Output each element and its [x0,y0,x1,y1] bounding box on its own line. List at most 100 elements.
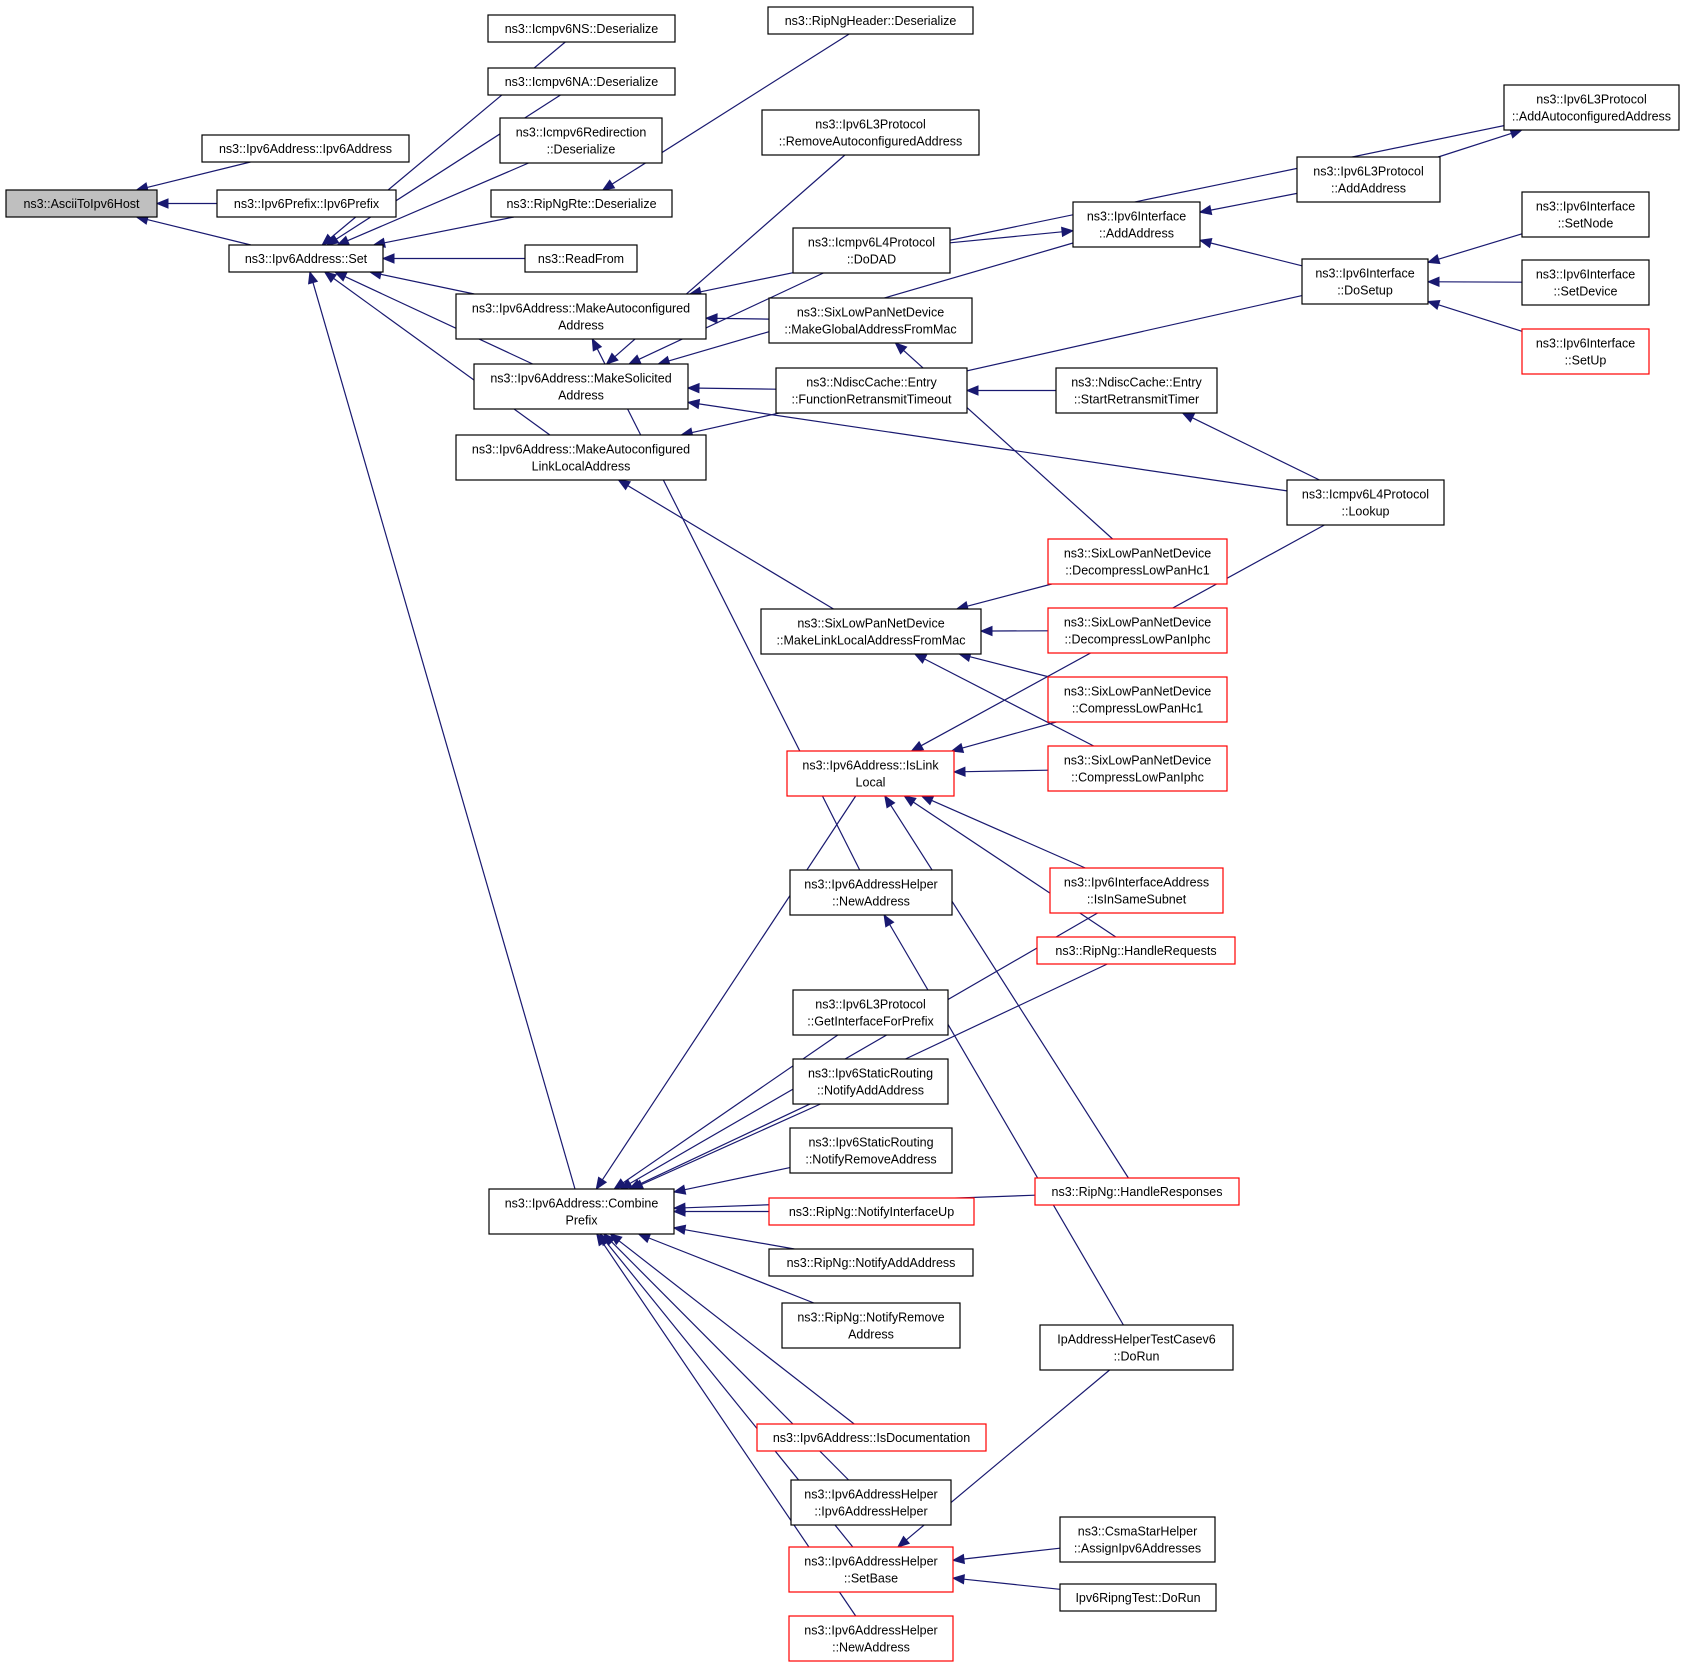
function-node-n23[interactable]: ns3::Ipv6StaticRouting::NotifyRemoveAddr… [789,1127,953,1174]
function-node-n21[interactable]: ns3::Ipv6L3Protocol::GetInterfaceForPref… [792,989,949,1036]
function-node-n37[interactable]: ns3::Ipv6Interface::SetUp [1521,328,1650,375]
edge-arrowhead [325,234,340,246]
function-node-n5[interactable]: ns3::Icmpv6NA::Deserialize [487,67,676,96]
call-edge-n15-to-n32 [949,226,1075,244]
node-label: ns3::SixLowPanNetDevice [1064,754,1211,768]
node-box [768,1248,974,1277]
function-node-n27[interactable]: ns3::Ipv6Address::IsDocumentation [756,1423,987,1452]
function-node-n13[interactable]: ns3::RipNgHeader::Deserialize [767,6,974,35]
call-edge-n38-to-n17 [965,385,1056,396]
function-node-n31[interactable]: ns3::Ipv6L3Protocol::AddAutoconfiguredAd… [1503,84,1680,131]
call-edge-n16-to-n9 [704,313,770,324]
node-label: ns3::RipNg::NotifyRemove [797,1311,944,1325]
node-label: ns3::Ipv6L3Protocol [815,118,926,132]
node-box [760,608,982,655]
function-node-n7[interactable]: ns3::RipNgRte::Deserialize [490,189,673,218]
function-node-n18[interactable]: ns3::SixLowPanNetDevice::MakeLinkLocalAd… [760,608,982,655]
function-node-n32[interactable]: ns3::Ipv6Interface::AddAddress [1072,201,1201,248]
edge-arrowhead [308,270,319,285]
edge-arrowhead [686,398,701,410]
call-edge-n17-to-n10 [686,382,777,394]
function-node-n34[interactable]: ns3::Ipv6Interface::DoSetup [1301,258,1429,305]
function-node-n29[interactable]: ns3::Ipv6AddressHelper::SetBase [788,1546,954,1593]
function-node-n35[interactable]: ns3::Ipv6Interface::SetNode [1521,191,1650,238]
function-node-n22[interactable]: ns3::Ipv6StaticRouting::NotifyAddAddress [792,1058,949,1105]
call-edge-n18-to-n11 [617,479,834,610]
node-box [767,6,974,35]
node-label: ::SetUp [1565,354,1607,368]
call-edge-n43-to-n19 [952,766,1049,777]
node-box [487,67,676,96]
function-node-n16[interactable]: ns3::SixLowPanNetDevice::MakeGlobalAddre… [768,297,973,344]
call-edge-n33-to-n31 [1438,128,1524,158]
call-edge-n2-to-n0 [155,198,217,209]
node-label: ns3::RipNgRte::Deserialize [506,197,656,211]
function-node-n46[interactable]: ns3::RipNg::HandleResponses [1034,1177,1240,1206]
call-edge-n33-to-n32 [1198,192,1298,216]
function-node-n17[interactable]: ns3::NdiscCache::Entry::FunctionRetransm… [775,367,968,414]
function-node-n11[interactable]: ns3::Ipv6Address::MakeAutoconfiguredLink… [455,434,707,481]
function-node-n40[interactable]: ns3::SixLowPanNetDevice::DecompressLowPa… [1047,538,1228,585]
node-label: ::AddAddress [1099,227,1174,241]
node-box [1047,745,1228,792]
function-node-n33[interactable]: ns3::Ipv6L3Protocol::AddAddress [1296,156,1441,203]
node-box [768,1197,975,1226]
node-box [455,434,707,481]
node-label: ns3::RipNg::HandleResponses [1052,1185,1223,1199]
edge-line [1438,132,1512,158]
function-node-n25[interactable]: ns3::RipNg::NotifyAddAddress [768,1248,974,1277]
root-function-node[interactable]: ns3::AsciiToIpv6Host [5,189,158,218]
function-node-n14[interactable]: ns3::Ipv6L3Protocol::RemoveAutoconfigure… [761,109,980,156]
function-node-n4[interactable]: ns3::Icmpv6NS::Deserialize [487,14,676,43]
edge-arrowhead [601,179,616,191]
edge-line [963,1578,1061,1590]
node-label: ::Ipv6AddressHelper [814,1505,927,1519]
function-node-n1[interactable]: ns3::Ipv6Address::Ipv6Address [201,134,410,163]
node-box [490,189,673,218]
function-node-n49[interactable]: Ipv6RipngTest::DoRun [1059,1583,1217,1612]
node-label: ns3::RipNgHeader::Deserialize [785,14,957,28]
edge-arrowhead [627,354,642,365]
node-label: ns3::SixLowPanNetDevice [1064,685,1211,699]
node-label: ::GetInterfaceForPrefix [807,1015,934,1029]
call-edge-n3-to-n0 [135,214,252,246]
function-node-n44[interactable]: ns3::Ipv6InterfaceAddress::IsInSameSubne… [1049,867,1224,914]
function-node-n9[interactable]: ns3::Ipv6Address::MakeAutoconfiguredAddr… [455,293,707,340]
node-box [5,189,158,218]
node-label: ns3::Icmpv6NA::Deserialize [505,75,659,89]
function-node-n8[interactable]: ns3::ReadFrom [524,244,638,273]
node-label: ns3::RipNg::NotifyInterfaceUp [789,1205,954,1219]
function-node-n41[interactable]: ns3::SixLowPanNetDevice::DecompressLowPa… [1047,607,1228,654]
edge-line [913,801,1117,938]
function-node-n6[interactable]: ns3::Icmpv6Redirection::Deserialize [499,117,663,164]
edge-arrowhead [951,1574,965,1585]
function-node-n20[interactable]: ns3::Ipv6AddressHelper::NewAddress [789,869,953,916]
node-label: ::DecompressLowPanIphc [1065,633,1211,647]
node-label: ns3::SixLowPanNetDevice [797,617,944,631]
node-label: ::SetNode [1558,217,1614,231]
function-node-n36[interactable]: ns3::Ipv6Interface::SetDevice [1521,259,1650,306]
function-node-n43[interactable]: ns3::SixLowPanNetDevice::CompressLowPanI… [1047,745,1228,792]
function-node-n28[interactable]: ns3::Ipv6AddressHelper::Ipv6AddressHelpe… [790,1479,952,1526]
function-node-n24[interactable]: ns3::RipNg::NotifyInterfaceUp [768,1197,975,1226]
function-node-n48[interactable]: ns3::CsmaStarHelper::AssignIpv6Addresses [1059,1516,1216,1563]
edge-arrowhead [381,253,395,264]
function-node-n47[interactable]: IpAddressHelperTestCasev6::DoRun [1039,1324,1234,1371]
function-node-n2[interactable]: ns3::Ipv6Prefix::Ipv6Prefix [216,189,397,218]
edge-line [384,216,515,244]
edge-arrowhead [1061,226,1075,238]
function-node-n38[interactable]: ns3::NdiscCache::Entry::StartRetransmitT… [1055,367,1218,414]
edge-arrowhead [913,653,928,664]
edge-arrowhead [1198,237,1213,249]
function-node-n39[interactable]: ns3::Icmpv6L4Protocol::Lookup [1286,479,1445,526]
function-node-n45[interactable]: ns3::RipNg::HandleRequests [1036,936,1236,965]
function-node-n26[interactable]: ns3::RipNg::NotifyRemoveAddress [781,1302,961,1349]
function-node-n15[interactable]: ns3::Icmpv6L4Protocol::DoDAD [792,227,951,274]
function-node-n30[interactable]: ns3::Ipv6AddressHelper::NewAddress [788,1615,954,1662]
function-node-n42[interactable]: ns3::SixLowPanNetDevice::CompressLowPanH… [1047,676,1228,723]
function-node-n3[interactable]: ns3::Ipv6Address::Set [228,244,384,273]
